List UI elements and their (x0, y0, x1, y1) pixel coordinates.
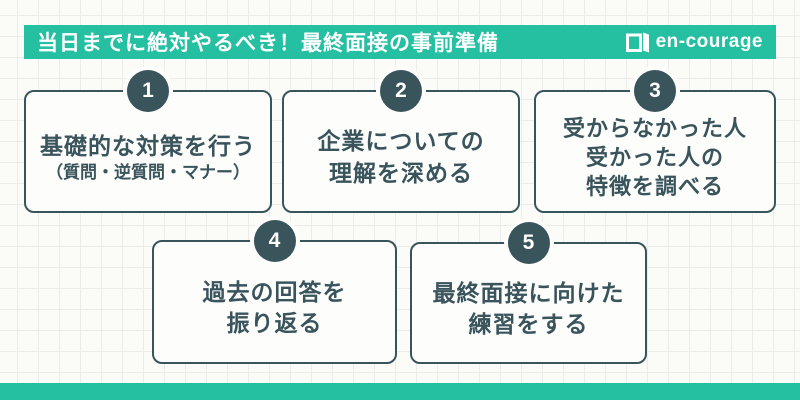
en-courage-logo: en-courage (625, 31, 763, 53)
step-number-badge-5: 5 (507, 222, 550, 264)
footer-bar (0, 383, 800, 400)
step-5-text-line-2: 練習をする (468, 311, 589, 337)
step-4-text-line-2: 振り返る (226, 310, 323, 336)
step-2-text-line-2: 理解を深める (329, 159, 473, 186)
book-icon (625, 32, 649, 53)
step-card-5: 5 最終面接に向けた 練習をする (410, 222, 647, 364)
step-3-text-line-1: 受からなかった人 (562, 115, 747, 141)
step-4-text-line-1: 過去の回答を (202, 278, 347, 305)
header-bar: 当日までに絶対やるべき！最終面接の事前準備 en-courage (24, 25, 776, 59)
step-number-badge-3: 3 (634, 70, 676, 112)
logo-text: en-courage (655, 31, 763, 52)
step-card-3: 3 受からなかった人 受かった人の 特徴を調べる (534, 70, 776, 213)
step-card-4: 4 過去の回答を 振り返る (152, 220, 397, 364)
step-3-text-line-3: 特徴を調べる (585, 174, 724, 200)
step-1-text-line-1: 基礎的な対策を行う (40, 132, 256, 159)
step-number-badge-4: 4 (253, 220, 296, 262)
page-title: 当日までに絶対やるべき！最終面接の事前準備 (37, 32, 499, 55)
step-1-text-line-2: （質問・逆質問・マナー） (46, 162, 250, 182)
step-card-2: 2 企業についての 理解を深める (282, 70, 520, 213)
step-card-1: 1 基礎的な対策を行う （質問・逆質問・マナー） (24, 70, 272, 213)
step-3-text-line-2: 受かった人の (585, 144, 724, 170)
step-number-badge-1: 1 (127, 70, 169, 112)
step-number-badge-2: 2 (380, 70, 422, 112)
step-5-text-line-1: 最終面接に向けた (432, 279, 625, 306)
step-2-text-line-1: 企業についての (317, 128, 485, 155)
